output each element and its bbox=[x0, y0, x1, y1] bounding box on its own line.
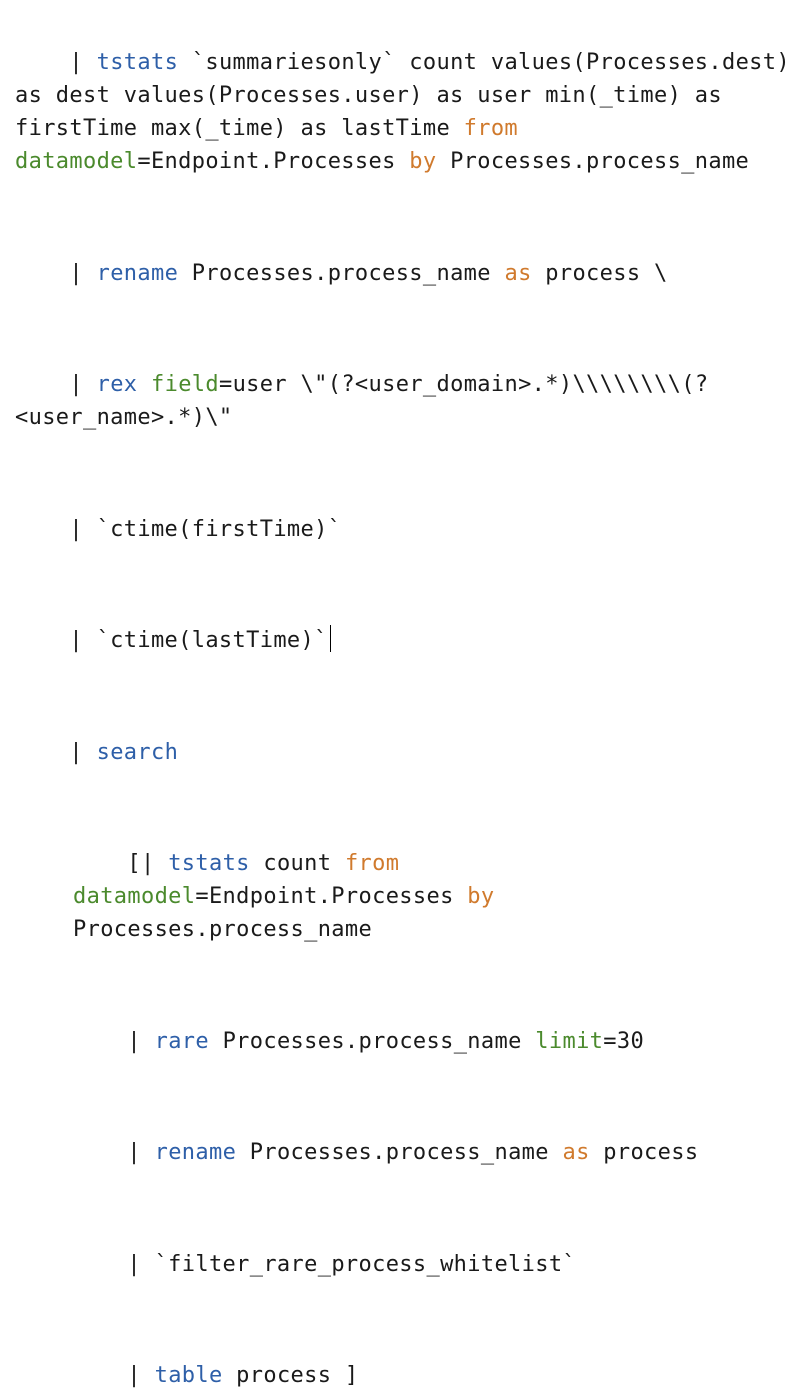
query-line-rex: | rex field=user \"(?<user_domain>.*)\\\… bbox=[15, 335, 790, 467]
tstats-args: `summariesonly` count values(Processes.d… bbox=[15, 50, 790, 141]
query-line-rename: | rename Processes.process_name as proce… bbox=[15, 224, 790, 323]
from-keyword: from bbox=[463, 116, 519, 141]
query-line-search: | search bbox=[15, 703, 790, 802]
group-by-field: Processes.process_name bbox=[436, 149, 750, 174]
query-line-tstats: | tstats `summariesonly` count values(Pr… bbox=[15, 13, 790, 211]
subsearch-line-table: | table process ] bbox=[15, 1326, 790, 1398]
as-keyword: as bbox=[504, 260, 532, 286]
space-token bbox=[137, 372, 151, 397]
field-argument: field bbox=[151, 372, 219, 397]
tstats-command: tstats bbox=[168, 851, 250, 876]
rename-source: Processes.process_name bbox=[236, 1140, 563, 1165]
query-line-ctime-first: | `ctime(firstTime)` bbox=[15, 480, 790, 579]
rex-command: rex bbox=[96, 372, 138, 397]
subsearch-open-bracket: [| bbox=[127, 851, 169, 876]
rename-command: rename bbox=[154, 1140, 237, 1165]
from-keyword: from bbox=[344, 851, 400, 876]
tstats-command: tstats bbox=[96, 50, 179, 75]
pipe-token: | bbox=[69, 739, 97, 765]
pipe-token: | bbox=[127, 1140, 155, 1165]
space-token bbox=[399, 851, 413, 876]
limit-value: =30 bbox=[603, 1028, 645, 1054]
rename-target: process \ bbox=[531, 260, 668, 286]
subsearch-line-macro: | `filter_rare_process_whitelist` bbox=[15, 1215, 790, 1314]
subsearch-line-rename: | rename Processes.process_name as proce… bbox=[15, 1103, 790, 1202]
table-command: table bbox=[154, 1363, 223, 1388]
query-line-ctime-last: | `ctime(lastTime)` bbox=[15, 591, 790, 690]
subsearch-line-rare: | rare Processes.process_name limit=30 bbox=[15, 992, 790, 1091]
table-args-close-bracket: process ] bbox=[222, 1363, 359, 1388]
search-query-editor[interactable]: | tstats `summariesonly` count values(Pr… bbox=[15, 13, 790, 1398]
subsearch-line-tstats: [| tstats count from datamodel=Endpoint.… bbox=[15, 814, 790, 979]
rare-field: Processes.process_name bbox=[208, 1028, 536, 1054]
space-token bbox=[518, 116, 532, 141]
count-function: count bbox=[249, 851, 345, 876]
rename-source: Processes.process_name bbox=[178, 260, 505, 286]
text-cursor bbox=[329, 625, 332, 652]
search-command: search bbox=[96, 739, 179, 765]
pipe-token: | bbox=[127, 1028, 155, 1054]
ctime-first-macro: | `ctime(firstTime)` bbox=[69, 516, 342, 542]
as-keyword: as bbox=[562, 1140, 590, 1165]
rename-command: rename bbox=[96, 260, 179, 286]
whitelist-macro: | `filter_rare_process_whitelist` bbox=[127, 1251, 577, 1277]
datamodel-value: =Endpoint.Processes bbox=[195, 884, 468, 909]
datamodel-value: =Endpoint.Processes bbox=[137, 149, 410, 174]
by-keyword: by bbox=[409, 149, 437, 174]
ctime-last-macro: | `ctime(lastTime)` bbox=[69, 628, 328, 653]
pipe-token: | bbox=[69, 260, 97, 286]
rare-command: rare bbox=[154, 1028, 209, 1054]
limit-argument: limit bbox=[535, 1028, 604, 1054]
pipe-token: | bbox=[69, 50, 97, 75]
pipe-token: | bbox=[69, 372, 97, 397]
rename-target: process bbox=[589, 1140, 699, 1165]
pipe-token: | bbox=[127, 1363, 155, 1388]
by-keyword: by bbox=[467, 884, 495, 909]
datamodel-field: datamodel bbox=[15, 149, 138, 174]
datamodel-field: datamodel bbox=[73, 884, 196, 909]
rex-pattern: =user \"(?<user_domain>.*)\\\\\\\\(?<use… bbox=[15, 372, 709, 430]
